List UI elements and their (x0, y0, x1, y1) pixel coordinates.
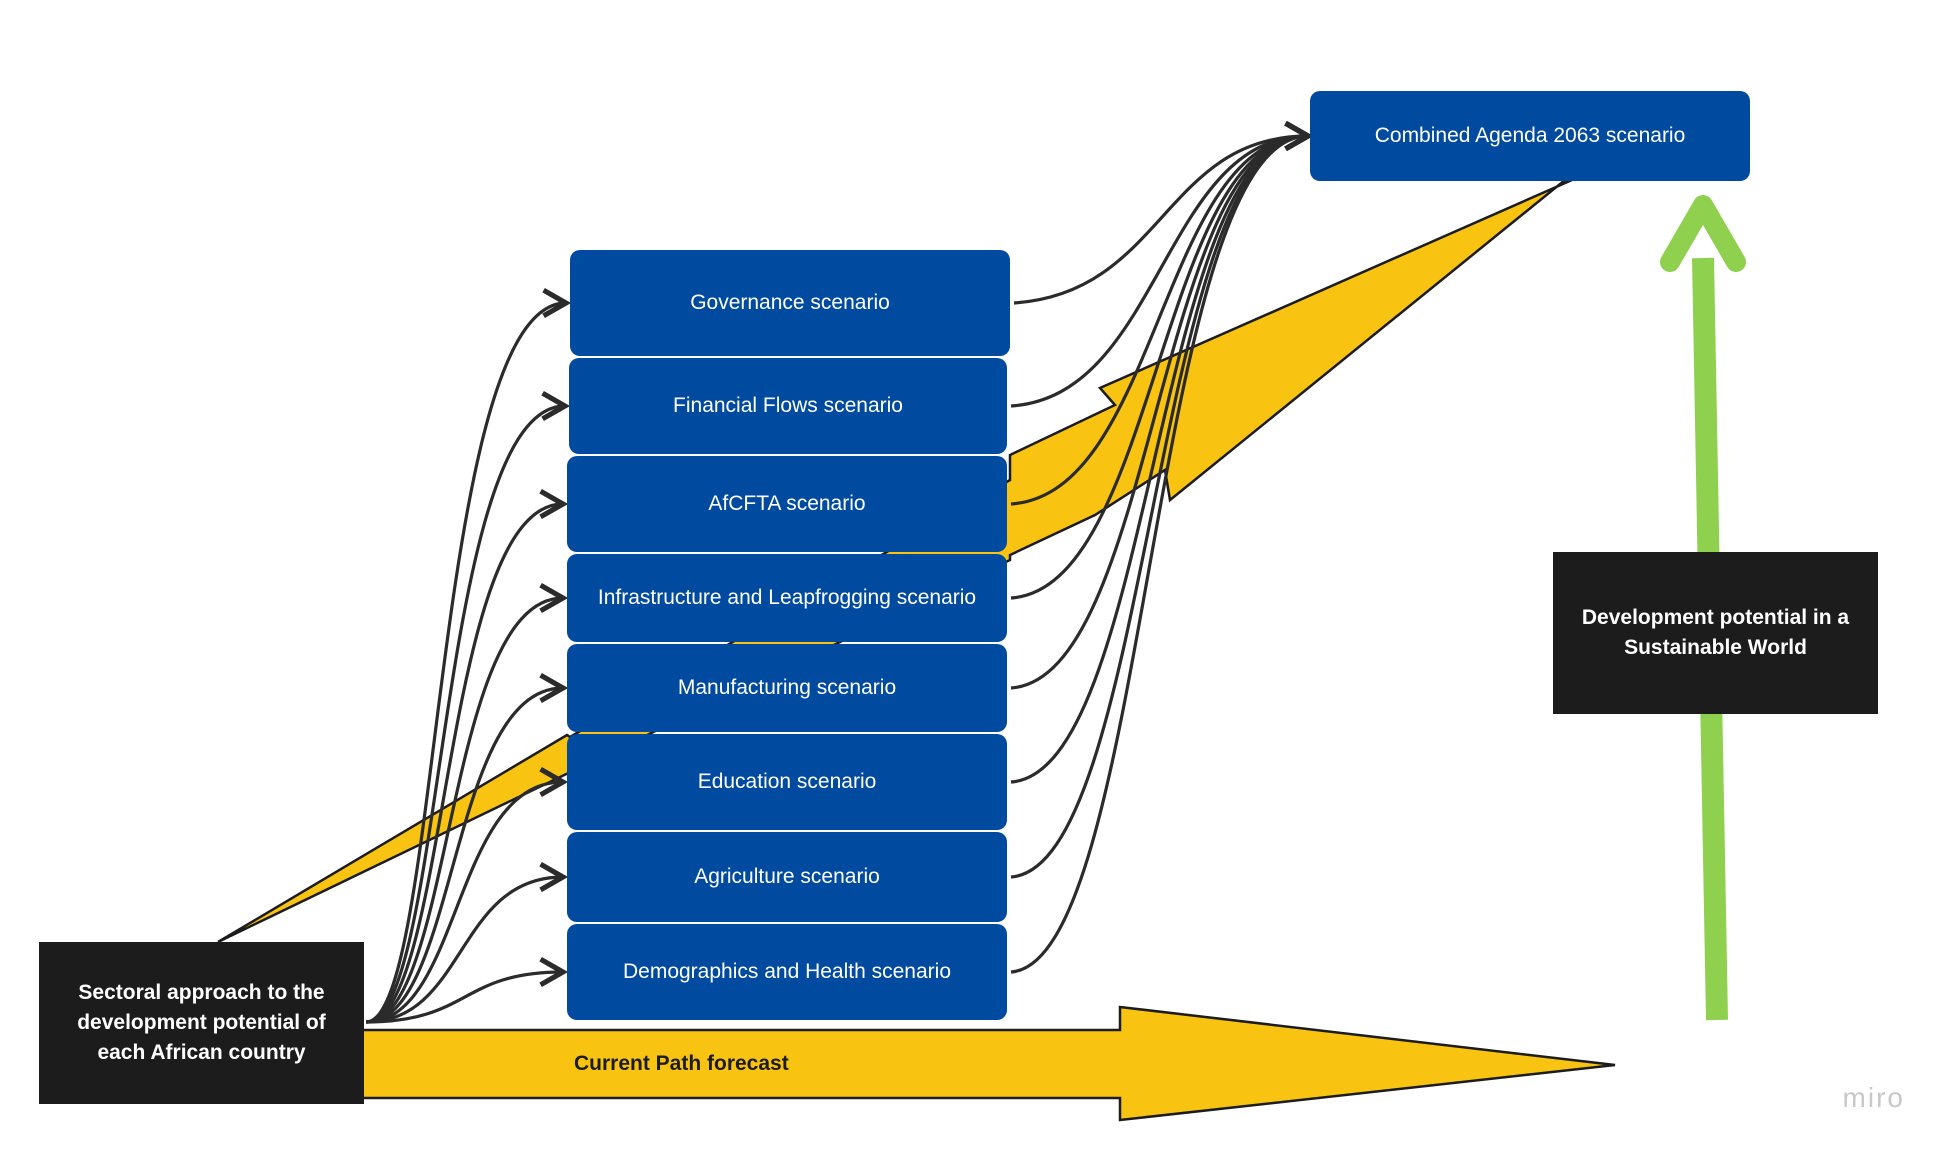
scenario-demographics-health[interactable]: Demographics and Health scenario (567, 924, 1007, 1020)
sustainable-world-label: Development potential in a Sustainable W… (1581, 606, 1850, 659)
current-path-label: Current Path forecast (574, 1052, 789, 1075)
combined-agenda-box[interactable]: Combined Agenda 2063 scenario (1310, 91, 1750, 181)
scenario-agriculture[interactable]: Agriculture scenario (567, 832, 1007, 922)
sectoral-approach-label: Sectoral approach to the development pot… (77, 981, 326, 1064)
scenario-afcfta[interactable]: AfCFTA scenario (567, 456, 1007, 552)
miro-watermark: miro (1842, 1082, 1905, 1113)
connector-out-afcfta (1010, 121, 1314, 506)
scenario-infrastructure[interactable]: Infrastructure and Leapfrogging scenario (567, 554, 1007, 642)
scenario-label: Governance scenario (690, 291, 890, 314)
scenario-label: Manufacturing scenario (677, 676, 897, 699)
connector-in-demographics-health (365, 956, 569, 1024)
connectors-to-combined (1010, 121, 1314, 974)
connectors-to-scenarios (365, 288, 572, 1024)
scenario-label: AfCFTA scenario (708, 492, 866, 515)
scenario-label: Infrastructure and Leapfrogging scenario (597, 586, 977, 609)
scenario-manufacturing[interactable]: Manufacturing scenario (567, 644, 1007, 732)
connector-in-agriculture (365, 862, 569, 1024)
scenario-label: Education scenario (697, 770, 877, 793)
scenario-financial-flows[interactable]: Financial Flows scenario (569, 358, 1007, 454)
connector-in-education (365, 767, 569, 1024)
connector-in-manufacturing (365, 673, 569, 1024)
connector-out-infrastructure (1010, 121, 1314, 600)
sustainable-world-box[interactable]: Development potential in a Sustainable W… (1553, 552, 1878, 714)
current-path-arrow (358, 1005, 1616, 1122)
sectoral-approach-box[interactable]: Sectoral approach to the development pot… (39, 942, 364, 1104)
connector-out-governance (1013, 121, 1314, 305)
connector-out-agriculture (1010, 121, 1314, 879)
connector-out-education (1010, 121, 1314, 784)
scenario-label: Agriculture scenario (694, 865, 880, 888)
connector-in-infrastructure (365, 583, 569, 1024)
connector-out-demographics-health (1010, 121, 1314, 974)
connector-out-manufacturing (1010, 121, 1314, 690)
connector-in-afcfta (365, 489, 569, 1024)
scenario-label: Demographics and Health scenario (622, 960, 951, 983)
scenario-education[interactable]: Education scenario (567, 734, 1007, 830)
connector-out-financial-flows (1010, 121, 1314, 408)
combined-agenda-label: Combined Agenda 2063 scenario (1374, 124, 1686, 147)
scenario-governance[interactable]: Governance scenario (570, 250, 1010, 356)
connector-in-governance (365, 288, 572, 1024)
scenario-label: Financial Flows scenario (673, 394, 903, 417)
connector-in-financial-flows (365, 391, 571, 1024)
